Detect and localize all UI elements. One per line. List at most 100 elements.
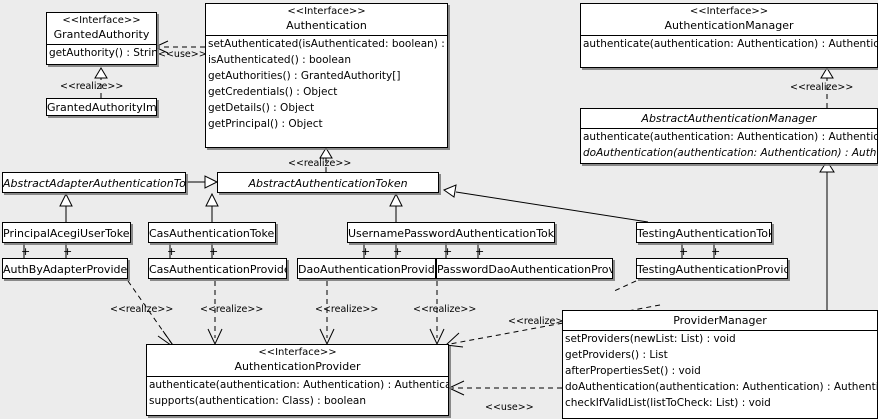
stereotype-label: <<Interface>> — [258, 347, 337, 358]
class-members-authentication-manager: authenticate(authentication: Authenticat… — [581, 36, 877, 52]
class-member: authenticate(authentication: Authenticat… — [149, 379, 449, 391]
class-member: authenticate(authentication: Authenticat… — [583, 131, 878, 143]
edge-label-realize-cas: <<realize>> — [200, 304, 264, 315]
class-name-label: AuthenticationManager — [664, 19, 794, 32]
class-name-label: AbstractAuthenticationManager — [641, 112, 817, 125]
class-name-label: CasAuthenticationProvider — [149, 263, 287, 276]
class-member: getAuthorities() : GrantedAuthority[] — [208, 70, 401, 82]
class-box-abstract-adapter-authentication-token[interactable]: AbstractAdapterAuthenticationToken — [2, 172, 186, 193]
class-name-label: AuthByAdapterProvider — [3, 263, 128, 276]
class-box-testing-authentication-provider[interactable]: TestingAuthenticationProvider — [636, 258, 788, 279]
class-name-label: AbstractAdapterAuthenticationToken — [3, 177, 186, 190]
class-header-principal-acegi-user-token: PrincipalAcegiUserToken — [3, 223, 130, 242]
assoc-marker-cas-left: + — [167, 245, 177, 258]
edge-label-use-authentication-grantedauthority: <<use>> — [158, 49, 207, 60]
class-box-testing-authentication-token[interactable]: TestingAuthenticationToken — [636, 222, 772, 243]
assoc-marker-cas-right: + — [209, 245, 219, 258]
class-header-auth-by-adapter-provider: AuthByAdapterProvider — [3, 259, 127, 278]
class-name-label: TestingAuthenticationProvider — [637, 263, 788, 276]
class-divider — [147, 376, 448, 377]
class-box-granted-authority[interactable]: <<Interface>> GrantedAuthority getAuthor… — [46, 12, 157, 65]
class-box-cas-authentication-token[interactable]: CasAuthenticationToken — [148, 222, 276, 243]
class-members-abstract-authentication-manager: authenticate(authentication: Authenticat… — [581, 129, 877, 161]
class-header-testing-authentication-provider: TestingAuthenticationProvider — [637, 259, 787, 278]
edge-label-use-providermanager: <<use>> — [485, 402, 534, 413]
class-box-dao-authentication-provider[interactable]: DaoAuthenticationProvider — [297, 258, 436, 279]
class-member: doAuthentication(authentication: Authent… — [583, 147, 877, 159]
class-box-auth-by-adapter-provider[interactable]: AuthByAdapterProvider — [2, 258, 128, 279]
class-name-label: GrantedAuthorityImpl — [47, 101, 157, 114]
class-name-label: PasswordDaoAuthenticationProvider — [437, 263, 612, 276]
class-members-provider-manager: setProviders(newList: List) : void getPr… — [563, 331, 877, 411]
class-box-principal-acegi-user-token[interactable]: PrincipalAcegiUserToken — [2, 222, 131, 243]
class-box-authentication-manager[interactable]: <<Interface>> AuthenticationManager auth… — [580, 3, 878, 68]
class-box-abstract-authentication-token[interactable]: AbstractAuthenticationToken — [217, 172, 439, 193]
edge-label-realize-dao: <<realize>> — [315, 304, 379, 315]
class-header-abstract-authentication-token: AbstractAuthenticationToken — [218, 173, 438, 192]
class-members-granted-authority: getAuthority() : String — [47, 45, 156, 61]
class-name-label: Authentication — [286, 19, 367, 32]
class-name-label: UsernamePasswordAuthenticationToken — [348, 227, 555, 240]
class-box-authentication-provider[interactable]: <<Interface>> AuthenticationProvider aut… — [146, 344, 449, 416]
class-member: authenticate(authentication: Authenticat… — [583, 38, 878, 50]
class-header-dao-authentication-provider: DaoAuthenticationProvider — [298, 259, 435, 278]
class-name-label: AbstractAuthenticationToken — [248, 177, 408, 190]
class-box-username-password-authentication-token[interactable]: UsernamePasswordAuthenticationToken — [347, 222, 555, 243]
assoc-marker-upat-b: + — [393, 245, 403, 258]
class-divider — [581, 128, 877, 129]
class-member: getAuthority() : String — [49, 47, 157, 59]
assoc-marker-upat-c: + — [443, 245, 453, 258]
class-header-authentication-provider: <<Interface>> AuthenticationProvider — [147, 345, 448, 376]
stereotype-label: <<Interface>> — [62, 15, 141, 26]
class-header-cas-authentication-provider: CasAuthenticationProvider — [149, 259, 286, 278]
class-member: getCredentials() : Object — [208, 86, 338, 98]
assoc-marker-principal-left: + — [21, 245, 31, 258]
class-name-label: DaoAuthenticationProvider — [298, 263, 436, 276]
class-name-label: AuthenticationProvider — [234, 360, 361, 373]
class-name-label: GrantedAuthority — [53, 28, 150, 41]
class-header-password-dao-authentication-provider: PasswordDaoAuthenticationProvider — [437, 259, 612, 278]
class-member: supports(authentication: Class) : boolea… — [149, 395, 366, 407]
class-header-provider-manager: ProviderManager — [563, 311, 877, 330]
edge-label-realize-passworddao: <<realize>> — [413, 304, 477, 315]
stereotype-label: <<Interface>> — [287, 6, 366, 17]
class-box-provider-manager[interactable]: ProviderManager setProviders(newList: Li… — [562, 310, 878, 419]
class-header-granted-authority-impl: GrantedAuthorityImpl — [47, 99, 157, 115]
class-header-username-password-authentication-token: UsernamePasswordAuthenticationToken — [348, 223, 554, 242]
class-member: isAuthenticated() : boolean — [208, 54, 351, 66]
assoc-marker-testing-right: + — [711, 245, 721, 258]
class-member: getPrincipal() : Object — [208, 118, 323, 130]
class-header-authentication: <<Interface>> Authentication — [206, 4, 447, 35]
class-box-password-dao-authentication-provider[interactable]: PasswordDaoAuthenticationProvider — [436, 258, 613, 279]
class-member: getDetails() : Object — [208, 102, 315, 114]
class-header-authentication-manager: <<Interface>> AuthenticationManager — [581, 4, 877, 35]
class-divider — [47, 44, 156, 45]
class-header-abstract-authentication-manager: AbstractAuthenticationManager — [581, 109, 877, 128]
edge-label-realize-abstractauthenticationtoken: <<realize>> — [288, 158, 352, 169]
class-box-abstract-authentication-manager[interactable]: AbstractAuthenticationManager authentica… — [580, 108, 878, 164]
class-header-testing-authentication-token: TestingAuthenticationToken — [637, 223, 771, 242]
class-member: setAuthenticated(isAuthenticated: boolea… — [208, 38, 448, 50]
class-member: getProviders() : List — [565, 349, 668, 361]
assoc-marker-upat-d: + — [475, 245, 485, 258]
class-divider — [206, 35, 447, 36]
class-name-label: CasAuthenticationToken — [149, 227, 276, 240]
assoc-marker-upat-a: + — [361, 245, 371, 258]
class-member: afterPropertiesSet() : void — [565, 365, 701, 377]
class-name-label: TestingAuthenticationToken — [637, 227, 771, 240]
class-box-authentication[interactable]: <<Interface>> Authentication setAuthenti… — [205, 3, 448, 148]
class-box-granted-authority-impl[interactable]: GrantedAuthorityImpl — [46, 98, 157, 116]
assoc-marker-principal-right: + — [63, 245, 73, 258]
class-members-authentication: setAuthenticated(isAuthenticated: boolea… — [206, 36, 447, 132]
class-box-cas-authentication-provider[interactable]: CasAuthenticationProvider — [148, 258, 287, 279]
edge-label-realize-authbyadapter: <<realize>> — [110, 304, 174, 315]
class-divider — [563, 330, 877, 331]
class-header-abstract-adapter-authentication-token: AbstractAdapterAuthenticationToken — [3, 173, 185, 192]
edge-label-realize-authenticationmanager: <<realize>> — [790, 82, 854, 93]
class-member: doAuthentication(authentication: Authent… — [565, 381, 878, 393]
class-header-granted-authority: <<Interface>> GrantedAuthority — [47, 13, 156, 44]
class-members-authentication-provider: authenticate(authentication: Authenticat… — [147, 377, 448, 409]
class-name-label: PrincipalAcegiUserToken — [3, 227, 131, 240]
edge-label-realize-grantedauthorityimpl: <<realize>> — [60, 81, 124, 92]
